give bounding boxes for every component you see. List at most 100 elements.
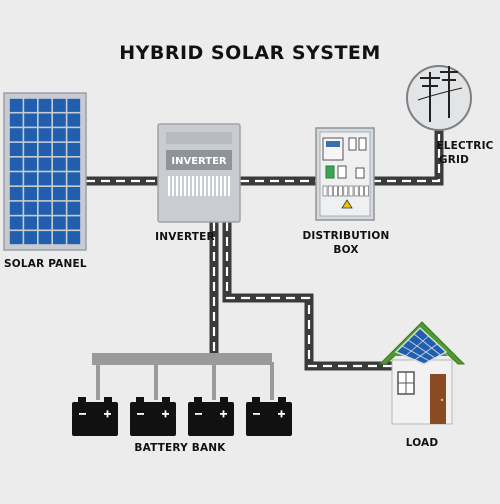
solar-cell: [24, 142, 37, 156]
inverter-vent: [204, 176, 206, 196]
solar-cell: [38, 98, 52, 112]
inverter-body: [157, 123, 241, 223]
solar-cell: [67, 216, 81, 230]
battery-post: [270, 362, 274, 400]
solar-cell: [38, 187, 52, 201]
battery-icon: [188, 362, 234, 436]
distribution-box: [315, 127, 375, 221]
breaker: [364, 185, 369, 197]
electric-grid: [406, 65, 472, 131]
inverter-unit: INVERTER: [157, 123, 241, 223]
battery-minus-sign: [79, 413, 86, 415]
battery-plus-v: [280, 410, 283, 418]
inverter-vent: [184, 176, 186, 196]
solar-cell: [38, 231, 52, 245]
battery-terminal-neg: [78, 397, 86, 403]
inverter-vent: [220, 176, 222, 196]
battery-bank: [72, 362, 292, 436]
solar-cell: [9, 142, 23, 156]
solar-cell: [9, 172, 23, 186]
inverter-vent: [212, 176, 214, 196]
breaker: [338, 185, 343, 197]
solar-cell: [67, 113, 81, 127]
solar-cell: [24, 187, 37, 201]
battery-body: [130, 402, 176, 436]
inverter-vent: [192, 176, 194, 196]
battery-terminal-pos: [104, 397, 112, 403]
solar-cell: [38, 128, 52, 142]
label-battery-bank: BATTERY BANK: [134, 442, 226, 454]
house-door: [430, 374, 446, 424]
cables: [86, 130, 444, 371]
diagram-title: HYBRID SOLAR SYSTEM: [119, 42, 381, 64]
solar-cell: [53, 113, 66, 127]
roof-panel-body: [394, 326, 448, 365]
solar-cell: [38, 172, 52, 186]
solar-cell: [67, 187, 81, 201]
solar-cell: [38, 216, 52, 230]
solar-cell: [67, 231, 81, 245]
solar-cell: [9, 128, 23, 142]
inverter-vent: [172, 176, 174, 196]
solar-cell: [67, 128, 81, 142]
label-grid-line2: GRID: [438, 154, 470, 166]
battery-post: [154, 362, 158, 400]
warning-sign: [341, 199, 353, 209]
inverter-top-panel: [166, 132, 232, 144]
inverter-vent: [228, 176, 230, 196]
cable-dist-grid-dash: [372, 130, 441, 183]
house-roof: [378, 321, 466, 365]
cable-inverter-load-dash: [225, 222, 392, 368]
breaker: [327, 185, 333, 197]
solar-cell: [38, 142, 52, 156]
roof-panel-line: [405, 335, 429, 357]
solar-cell: [9, 157, 23, 171]
inverter-vent: [224, 176, 226, 196]
switch-module: [337, 165, 347, 179]
solar-cell: [38, 157, 52, 171]
inverter-vent: [180, 176, 182, 196]
battery-terminal-neg: [194, 397, 202, 403]
solar-cell: [24, 113, 37, 127]
solar-cell: [24, 157, 37, 171]
battery-terminal-pos: [162, 397, 170, 403]
solar-cell: [24, 216, 37, 230]
solar-cell: [38, 201, 52, 215]
battery-post: [96, 362, 100, 400]
breaker: [333, 185, 338, 197]
breaker: [343, 185, 349, 197]
solar-cell: [53, 231, 66, 245]
breaker-top-2: [358, 137, 367, 151]
solar-cell: [24, 231, 37, 245]
solar-cell: [53, 157, 66, 171]
solar-cell: [24, 172, 37, 186]
solar-cell: [9, 187, 23, 201]
battery-terminal-pos: [278, 397, 286, 403]
battery-minus-sign: [137, 413, 144, 415]
load-house: [378, 321, 466, 425]
breaker: [359, 185, 364, 197]
battery-body: [246, 402, 292, 436]
battery-minus-sign: [253, 413, 260, 415]
solar-cell: [24, 201, 37, 215]
solar-cell: [67, 172, 81, 186]
inverter-vent: [188, 176, 190, 196]
battery-post: [212, 362, 216, 400]
solar-cell: [9, 98, 23, 112]
solar-cell: [53, 128, 66, 142]
solar-cell: [67, 201, 81, 215]
battery-minus-sign: [195, 413, 202, 415]
battery-icon: [246, 362, 292, 436]
inverter-vent: [176, 176, 178, 196]
inverter-vents: [168, 176, 230, 196]
solar-cell: [24, 128, 37, 142]
roof-panel-line: [401, 345, 430, 362]
label-inverter: INVERTER: [155, 231, 215, 243]
battery-icon: [72, 362, 118, 436]
solar-cell: [53, 98, 66, 112]
solar-cell: [53, 201, 66, 215]
battery-body: [188, 402, 234, 436]
battery-rail-bar: [92, 353, 272, 365]
inverter-vent: [196, 176, 198, 196]
solar-cell: [24, 98, 37, 112]
